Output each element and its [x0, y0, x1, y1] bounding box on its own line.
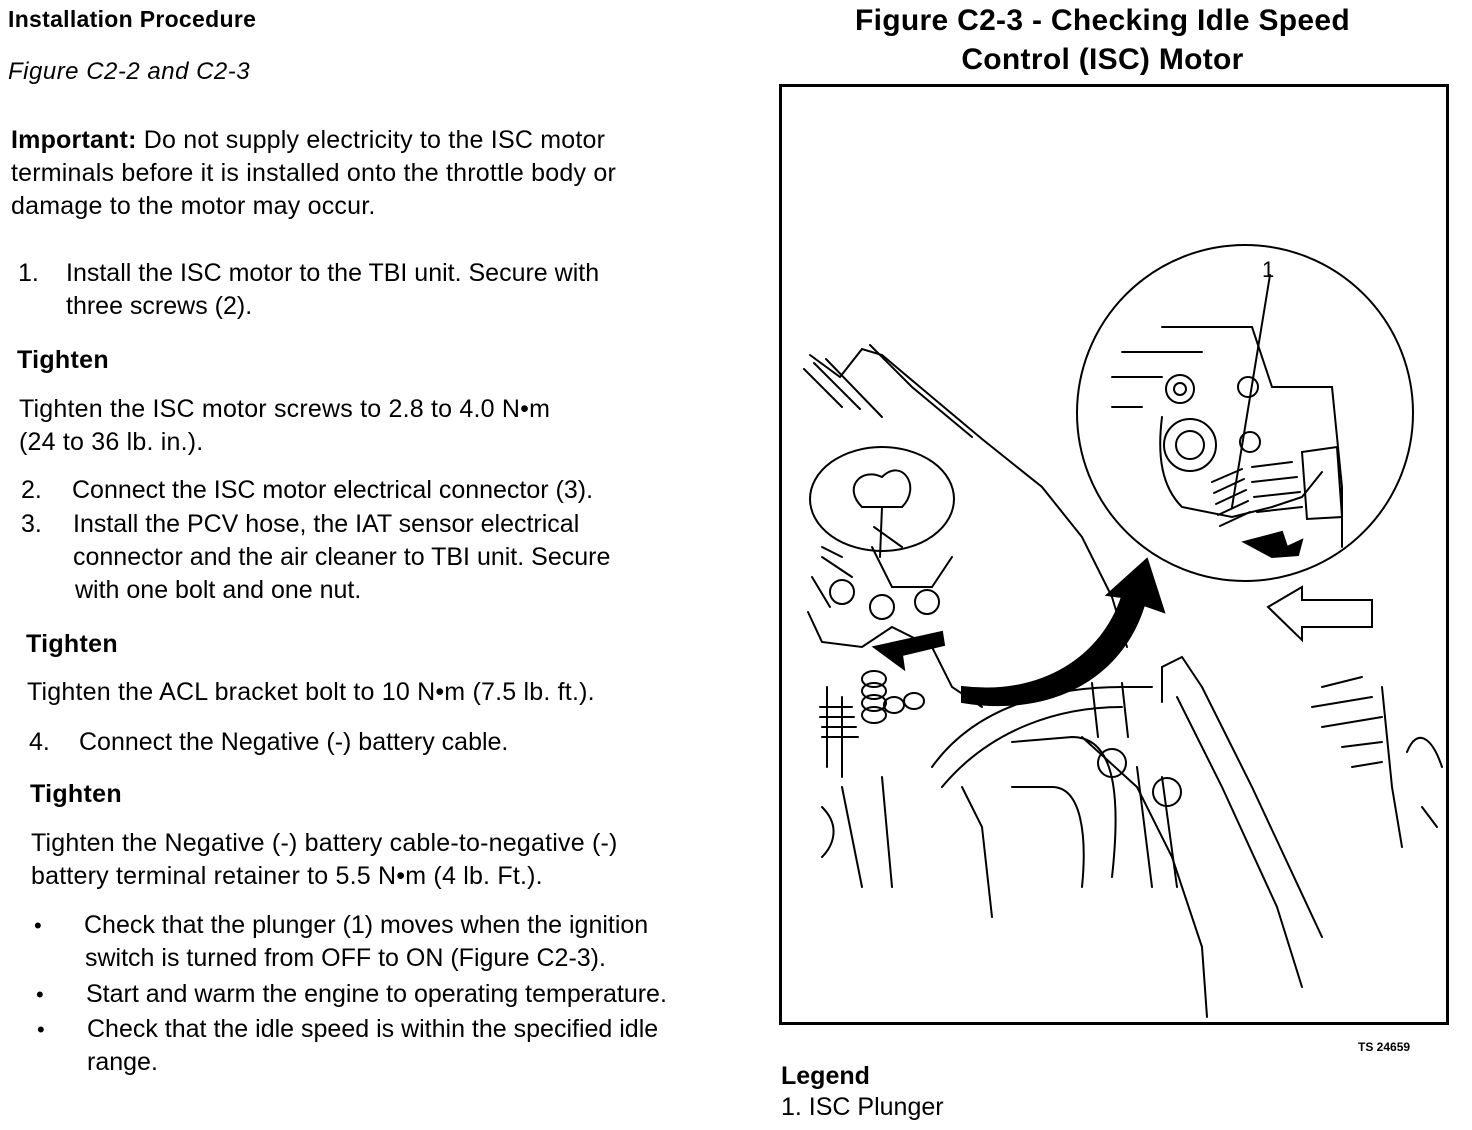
bullet-text: Start and warm the engine to operating t… — [86, 980, 667, 1008]
step-1: 1. Install the ISC motor to the TBI unit… — [18, 257, 718, 327]
step-number: 2. — [21, 476, 42, 504]
step-text: connector and the air cleaner to TBI uni… — [73, 543, 611, 571]
step-number: 4. — [29, 728, 50, 756]
bullet-item: • Check that the idle speed is within th… — [37, 1013, 757, 1083]
step-text: with one bolt and one nut. — [75, 576, 362, 604]
tighten-heading: Tighten — [26, 630, 118, 658]
section-heading: Installation Procedure — [8, 6, 257, 32]
step-number: 1. — [18, 259, 39, 287]
step-text: Install the PCV hose, the IAT sensor ele… — [73, 510, 580, 538]
isc-motor-illustration: 1 — [803, 244, 1443, 1018]
figure-reference: Figure C2-2 and C2-3 — [8, 58, 251, 85]
step-text: Install the ISC motor to the TBI unit. S… — [66, 259, 600, 287]
important-text-line: Do not supply electricity to the ISC mot… — [143, 126, 606, 154]
step-3: 3. Install the PCV hose, the IAT sensor … — [21, 508, 721, 608]
legend-heading: Legend — [781, 1062, 870, 1090]
legend-item: 1. ISC Plunger — [781, 1093, 944, 1121]
figure-title: Figure C2-3 - Checking Idle Speed Contro… — [790, 1, 1415, 79]
bullet-text: range. — [87, 1048, 158, 1076]
bullet-item: • Check that the plunger (1) moves when … — [34, 909, 754, 979]
important-label: Important: — [11, 126, 137, 154]
tighten-text-line: Tighten the ISC motor screws to 2.8 to 4… — [19, 395, 551, 423]
tighten-heading: Tighten — [17, 346, 109, 374]
step-4: 4. Connect the Negative (-) battery cabl… — [29, 726, 729, 760]
important-text-line: terminals before it is installed onto th… — [11, 159, 616, 187]
step-2: 2. Connect the ISC motor electrical conn… — [21, 474, 721, 508]
tighten-instruction: Tighten the ISC motor screws to 2.8 to 4… — [19, 393, 550, 459]
bullet-item: • Start and warm the engine to operating… — [36, 978, 756, 1012]
bullet-text: switch is turned from OFF to ON (Figure … — [85, 944, 606, 972]
bullet-icon: • — [37, 1017, 45, 1042]
ts-number: TS 24659 — [1358, 1040, 1411, 1054]
step-text: Connect the Negative (-) battery cable. — [79, 728, 509, 756]
callout-number: 1 — [1262, 257, 1274, 282]
step-number: 3. — [21, 510, 42, 538]
important-note: Important: Do not supply electricity to … — [11, 124, 711, 223]
tighten-instruction: Tighten the ACL bracket bolt to 10 N•m (… — [27, 678, 595, 706]
bullet-text: Check that the idle speed is within the … — [87, 1015, 659, 1043]
figure-title-line: Control (ISC) Motor — [961, 43, 1244, 76]
step-text: Connect the ISC motor electrical connect… — [72, 476, 594, 504]
tighten-text-line: (24 to 36 lb. in.). — [19, 428, 204, 456]
bullet-icon: • — [36, 982, 44, 1007]
important-text-line: damage to the motor may occur. — [11, 192, 376, 220]
tighten-text-line: Tighten the Negative (-) battery cable-t… — [31, 829, 618, 857]
figure-title-line: Figure C2-3 - Checking Idle Speed — [855, 4, 1350, 37]
bullet-icon: • — [34, 913, 42, 938]
step-text: three screws (2). — [66, 292, 253, 320]
tighten-heading: Tighten — [30, 780, 122, 808]
figure-frame: 1 — [779, 84, 1449, 1025]
tighten-text-line: battery terminal retainer to 5.5 N•m (4 … — [31, 862, 543, 890]
bullet-text: Check that the plunger (1) moves when th… — [84, 911, 649, 939]
tighten-instruction: Tighten the Negative (-) battery cable-t… — [31, 827, 618, 893]
